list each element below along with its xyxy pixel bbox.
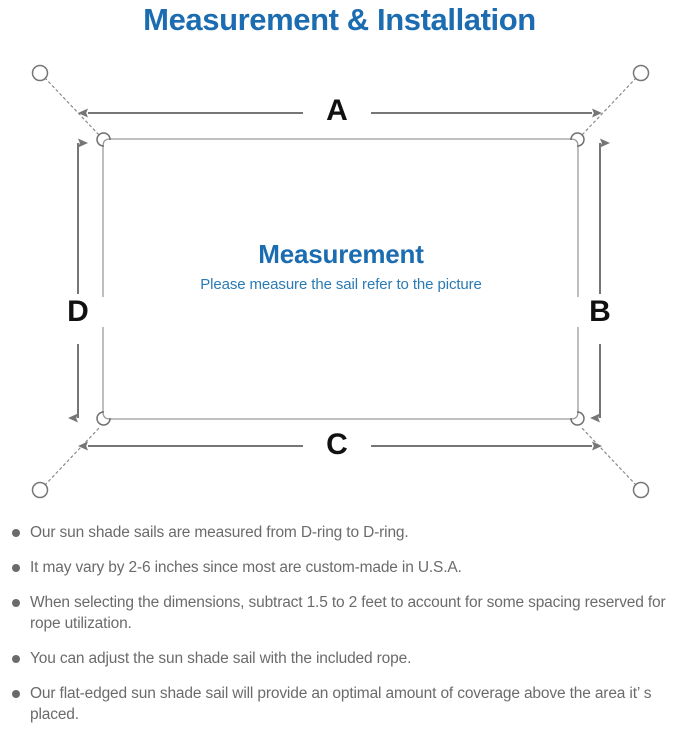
bullet-icon: [12, 655, 20, 663]
d-ring-bottom-left: [96, 411, 111, 426]
diagram-svg: [31, 64, 650, 499]
anchor-point-top-right: [632, 64, 650, 82]
sail-center-subheading: Please measure the sail refer to the pic…: [200, 276, 482, 293]
note-item: Our sun shade sails are measured from D-…: [0, 522, 679, 543]
d-rings: [96, 132, 585, 426]
anchor-point-top-left: [31, 64, 49, 82]
bullet-icon: [12, 599, 20, 607]
note-text: When selecting the dimensions, subtract …: [30, 594, 666, 632]
dimension-arrows: [68, 108, 610, 451]
note-text: Our sun shade sails are measured from D-…: [30, 524, 409, 541]
sail-center-caption: Measurement Please measure the sail refe…: [110, 238, 572, 296]
dimension-label-d: D: [52, 297, 104, 327]
d-ring-bottom-right: [570, 411, 585, 426]
d-ring-top-left: [96, 132, 111, 147]
bullet-icon: [12, 529, 20, 537]
note-text: It may vary by 2-6 inches since most are…: [30, 559, 462, 576]
bullet-icon: [12, 564, 20, 572]
note-item: Our flat-edged sun shade sail will provi…: [0, 683, 679, 725]
bullet-icon: [12, 690, 20, 698]
note-text: Our flat-edged sun shade sail will provi…: [30, 685, 652, 723]
dimension-label-b: B: [574, 297, 626, 327]
dimension-label-a: A: [306, 96, 368, 126]
note-item: It may vary by 2-6 inches since most are…: [0, 557, 679, 578]
d-ring-top-right: [570, 132, 585, 147]
anchor-point-bottom-left: [31, 481, 49, 499]
tether-ropes: [44, 77, 637, 486]
dimension-label-c: C: [306, 430, 368, 460]
tether-rope-bottom-left: [44, 426, 101, 486]
tether-rope-top-right: [580, 77, 637, 137]
measurement-diagram: A B C D Measurement Please measure the s…: [0, 44, 679, 514]
sail-center-heading: Measurement: [258, 239, 424, 269]
note-text: You can adjust the sun shade sail with t…: [30, 650, 412, 667]
anchor-point-bottom-right: [632, 481, 650, 499]
note-item: You can adjust the sun shade sail with t…: [0, 648, 679, 669]
anchor-points: [31, 64, 650, 499]
tether-rope-top-left: [44, 77, 101, 137]
tether-rope-bottom-right: [580, 426, 637, 486]
note-item: When selecting the dimensions, subtract …: [0, 592, 679, 634]
page-title: Measurement & Installation: [143, 2, 536, 37]
notes-list: Our sun shade sails are measured from D-…: [0, 522, 679, 739]
